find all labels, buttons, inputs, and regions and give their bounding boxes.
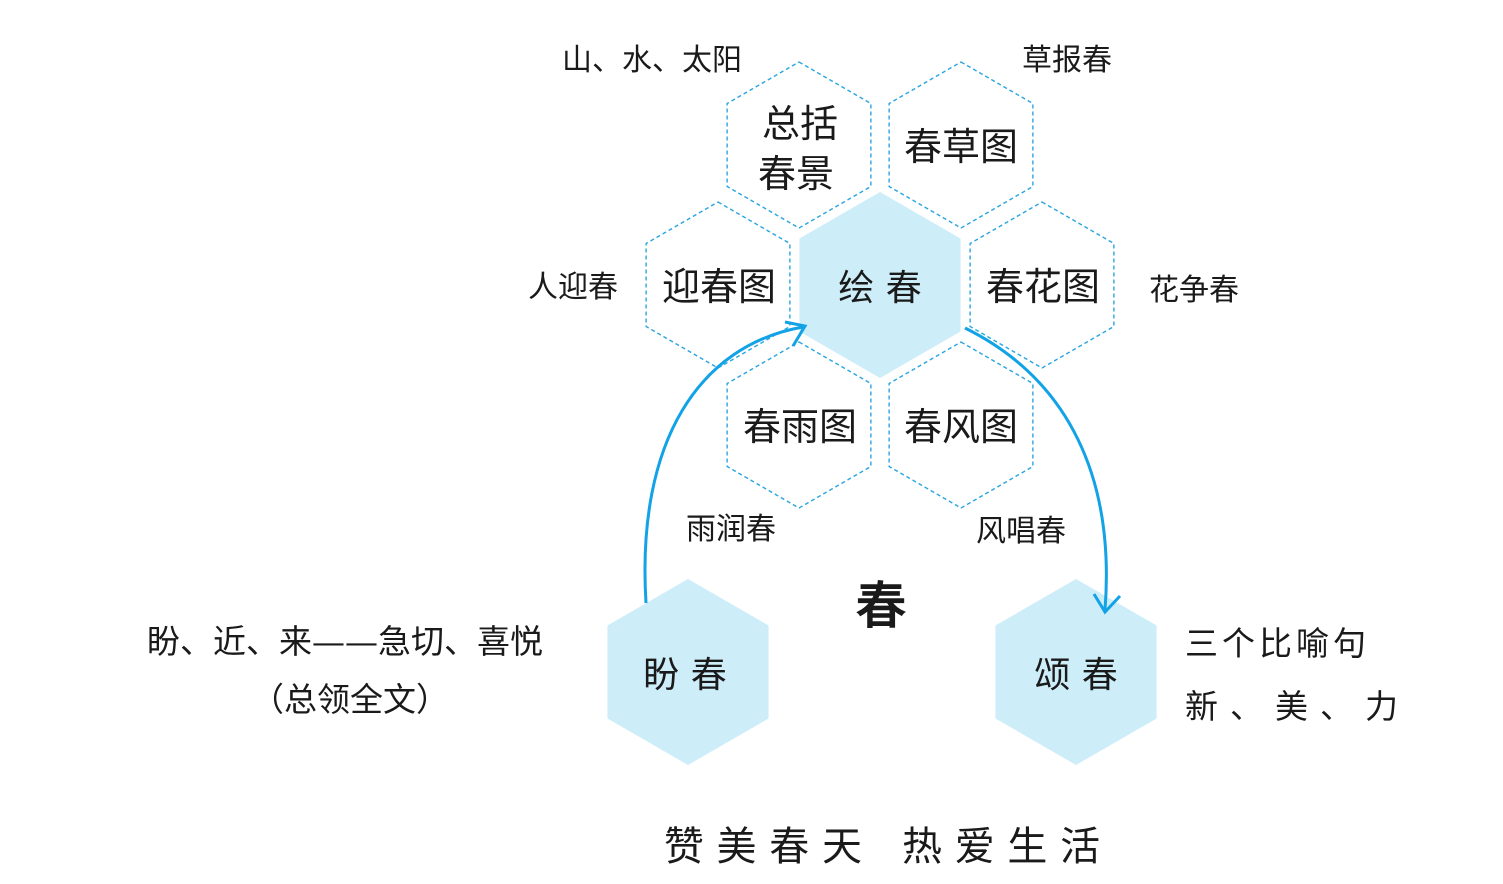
left-note-1: 盼、近、来——急切、喜悦 bbox=[147, 622, 543, 661]
note-welcome: 人迎春 bbox=[528, 270, 618, 305]
right-hex-label: 颂 春 bbox=[1034, 655, 1117, 696]
diagram-title: 春 bbox=[856, 576, 906, 635]
hex-label-summary-2: 春景 bbox=[758, 152, 834, 196]
note-grass: 草报春 bbox=[1022, 43, 1112, 78]
arrow-to-right bbox=[964, 326, 1108, 611]
hex-center bbox=[799, 192, 961, 378]
center-label: 绘 春 bbox=[838, 268, 921, 309]
hex-label-summary-1: 总括 bbox=[762, 102, 838, 146]
hex-label-rain: 春雨图 bbox=[743, 405, 857, 449]
note-wind: 风唱春 bbox=[976, 514, 1066, 549]
note-flower: 花争春 bbox=[1149, 273, 1239, 308]
left-hex-label: 盼 春 bbox=[643, 655, 726, 696]
hex-label-wind: 春风图 bbox=[904, 405, 1018, 449]
hex-grass bbox=[888, 61, 1034, 229]
right-note-1: 三个比喻句 bbox=[1185, 624, 1370, 663]
hex-left bbox=[607, 579, 769, 765]
theme-text: 赞 美 春 天 热 爱 生 活 bbox=[664, 824, 1100, 870]
hex-wind bbox=[888, 341, 1034, 509]
hex-rain bbox=[726, 341, 872, 509]
note-rain: 雨润春 bbox=[686, 512, 776, 547]
hex-flower bbox=[969, 201, 1115, 369]
hex-label-grass: 春草图 bbox=[904, 125, 1018, 169]
note-summary: 山、水、太阳 bbox=[562, 43, 742, 78]
left-note-2: （总领全文） bbox=[251, 680, 449, 719]
arrow-to-center bbox=[643, 325, 804, 604]
hex-right bbox=[995, 579, 1157, 765]
hex-label-flower: 春花图 bbox=[986, 265, 1100, 309]
hex-summary bbox=[726, 61, 872, 229]
arrow-head-to-center bbox=[784, 320, 808, 347]
hex-label-welcome: 迎春图 bbox=[662, 265, 776, 309]
right-note-2: 新、美、力 bbox=[1185, 687, 1410, 726]
arrow-head-to-right bbox=[1092, 593, 1122, 615]
